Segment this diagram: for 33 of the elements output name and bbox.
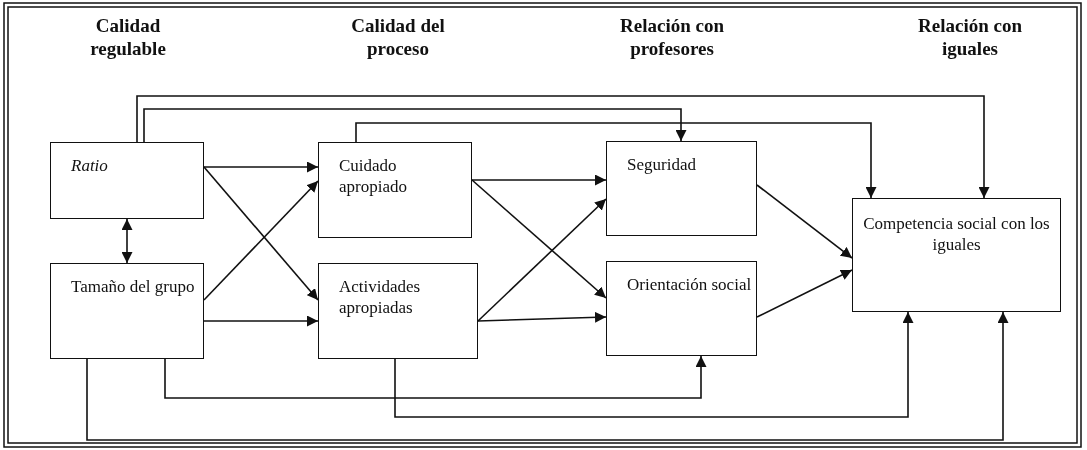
column-heading: Calidad regulable	[89, 14, 167, 61]
arrow	[355, 122, 877, 199]
arrow	[164, 355, 707, 399]
arrow	[756, 269, 853, 318]
column-heading: Calidad del proceso	[350, 14, 446, 61]
process-box	[852, 198, 1061, 312]
box-label: Actividades apropiadas	[339, 276, 422, 319]
arrow	[471, 179, 607, 299]
process-box	[50, 142, 204, 219]
arrow	[143, 108, 687, 143]
arrow	[203, 161, 319, 173]
arrow	[136, 95, 990, 199]
arrow	[121, 218, 133, 264]
process-box	[318, 142, 472, 238]
arrow	[203, 315, 319, 327]
process-box	[606, 141, 757, 236]
box-label: Ratio	[71, 155, 109, 177]
arrow	[477, 198, 607, 322]
box-label: Seguridad	[627, 154, 697, 176]
box-label: Cuidado apropiado	[339, 155, 408, 198]
process-box	[50, 263, 204, 359]
column-heading: Relación con profesores	[619, 14, 725, 61]
arrow	[471, 174, 607, 186]
process-box	[606, 261, 757, 356]
arrow	[756, 184, 853, 259]
arrow	[394, 311, 914, 418]
arrow	[86, 311, 1009, 441]
arrow	[477, 311, 607, 323]
box-label: Orientación social	[627, 274, 752, 296]
box-label: Competencia social con los iguales	[862, 213, 1051, 256]
process-box	[318, 263, 478, 359]
column-heading: Relación con iguales	[917, 14, 1023, 61]
box-label: Tamaño del grupo	[71, 276, 196, 298]
